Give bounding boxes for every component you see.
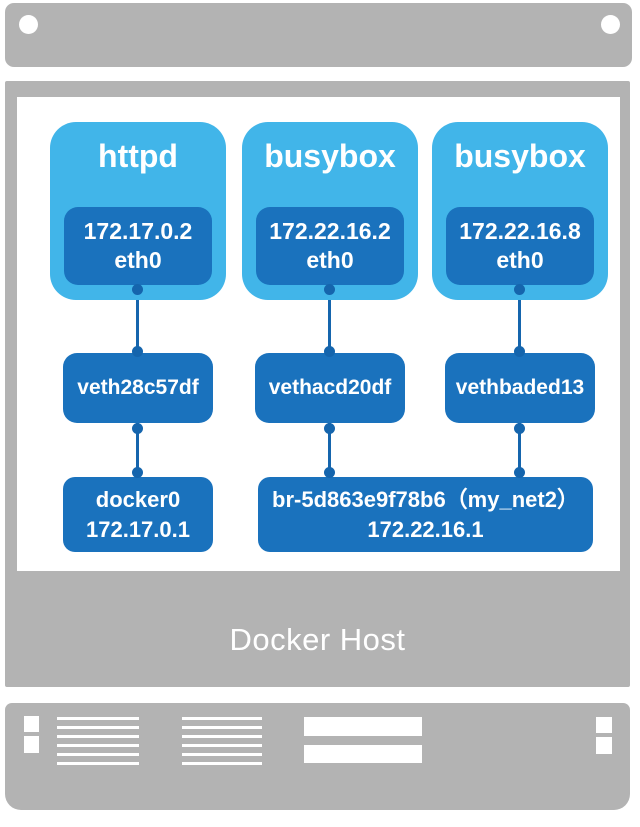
vent-grill-icon [57, 717, 139, 766]
container-name: busybox [454, 138, 586, 174]
junction-dot [324, 346, 335, 357]
container-iface: eth0 [496, 247, 544, 273]
link-veth-bridge-1 [136, 423, 139, 477]
link-eth0-veth-1 [136, 285, 139, 353]
led-square [596, 717, 612, 733]
container-ip: 172.22.16.2 [269, 218, 391, 244]
junction-dot [324, 423, 335, 434]
bridge-name: br-5d863e9f78b6（my_net2） [272, 486, 579, 512]
veth-label: veth28c57df [77, 376, 199, 399]
junction-dot [514, 467, 525, 478]
veth-box-3: vethbaded13 [445, 353, 595, 423]
junction-dot [514, 423, 525, 434]
bridge-box-my-net2: br-5d863e9f78b6（my_net2） 172.22.16.1 [258, 477, 593, 552]
link-eth0-veth-3 [518, 285, 521, 353]
link-veth-bridge-2 [328, 423, 331, 477]
eth0-box-1: 172.17.0.2 eth0 [64, 207, 212, 285]
link-eth0-veth-2 [328, 285, 331, 353]
container-name: httpd [98, 138, 178, 174]
junction-dot [514, 284, 525, 295]
led-square [24, 736, 39, 753]
container-iface: eth0 [114, 247, 162, 273]
junction-dot [324, 467, 335, 478]
junction-dot [132, 346, 143, 357]
bridge-box-docker0: docker0 172.17.0.1 [63, 477, 213, 552]
led-square [596, 737, 612, 754]
drive-bay-bar [304, 717, 422, 736]
veth-label: vethacd20df [268, 376, 392, 399]
eth0-box-2: 172.22.16.2 eth0 [256, 207, 404, 285]
bridge-ip: 172.22.16.1 [367, 516, 484, 542]
screw-icon [601, 15, 620, 34]
vent-grill-icon [182, 717, 262, 766]
junction-dot [132, 284, 143, 295]
eth0-box-3: 172.22.16.8 eth0 [446, 207, 594, 285]
link-veth-bridge-3 [518, 423, 521, 477]
led-square [24, 716, 39, 732]
screw-icon [19, 15, 38, 34]
bridge-name: docker0 [95, 486, 181, 512]
container-name: busybox [264, 138, 396, 174]
junction-dot [514, 346, 525, 357]
container-ip: 172.17.0.2 [83, 218, 193, 244]
container-ip: 172.22.16.8 [459, 218, 581, 244]
docker-host-label: Docker Host [229, 622, 406, 657]
container-iface: eth0 [306, 247, 354, 273]
veth-box-1: veth28c57df [63, 353, 213, 423]
bridge-ip: 172.17.0.1 [86, 516, 190, 542]
drive-bay-bar [304, 745, 422, 763]
junction-dot [132, 423, 143, 434]
veth-box-2: vethacd20df [255, 353, 405, 423]
junction-dot [132, 467, 143, 478]
junction-dot [324, 284, 335, 295]
veth-label: vethbaded13 [455, 376, 585, 399]
server-top-bar [5, 3, 632, 67]
